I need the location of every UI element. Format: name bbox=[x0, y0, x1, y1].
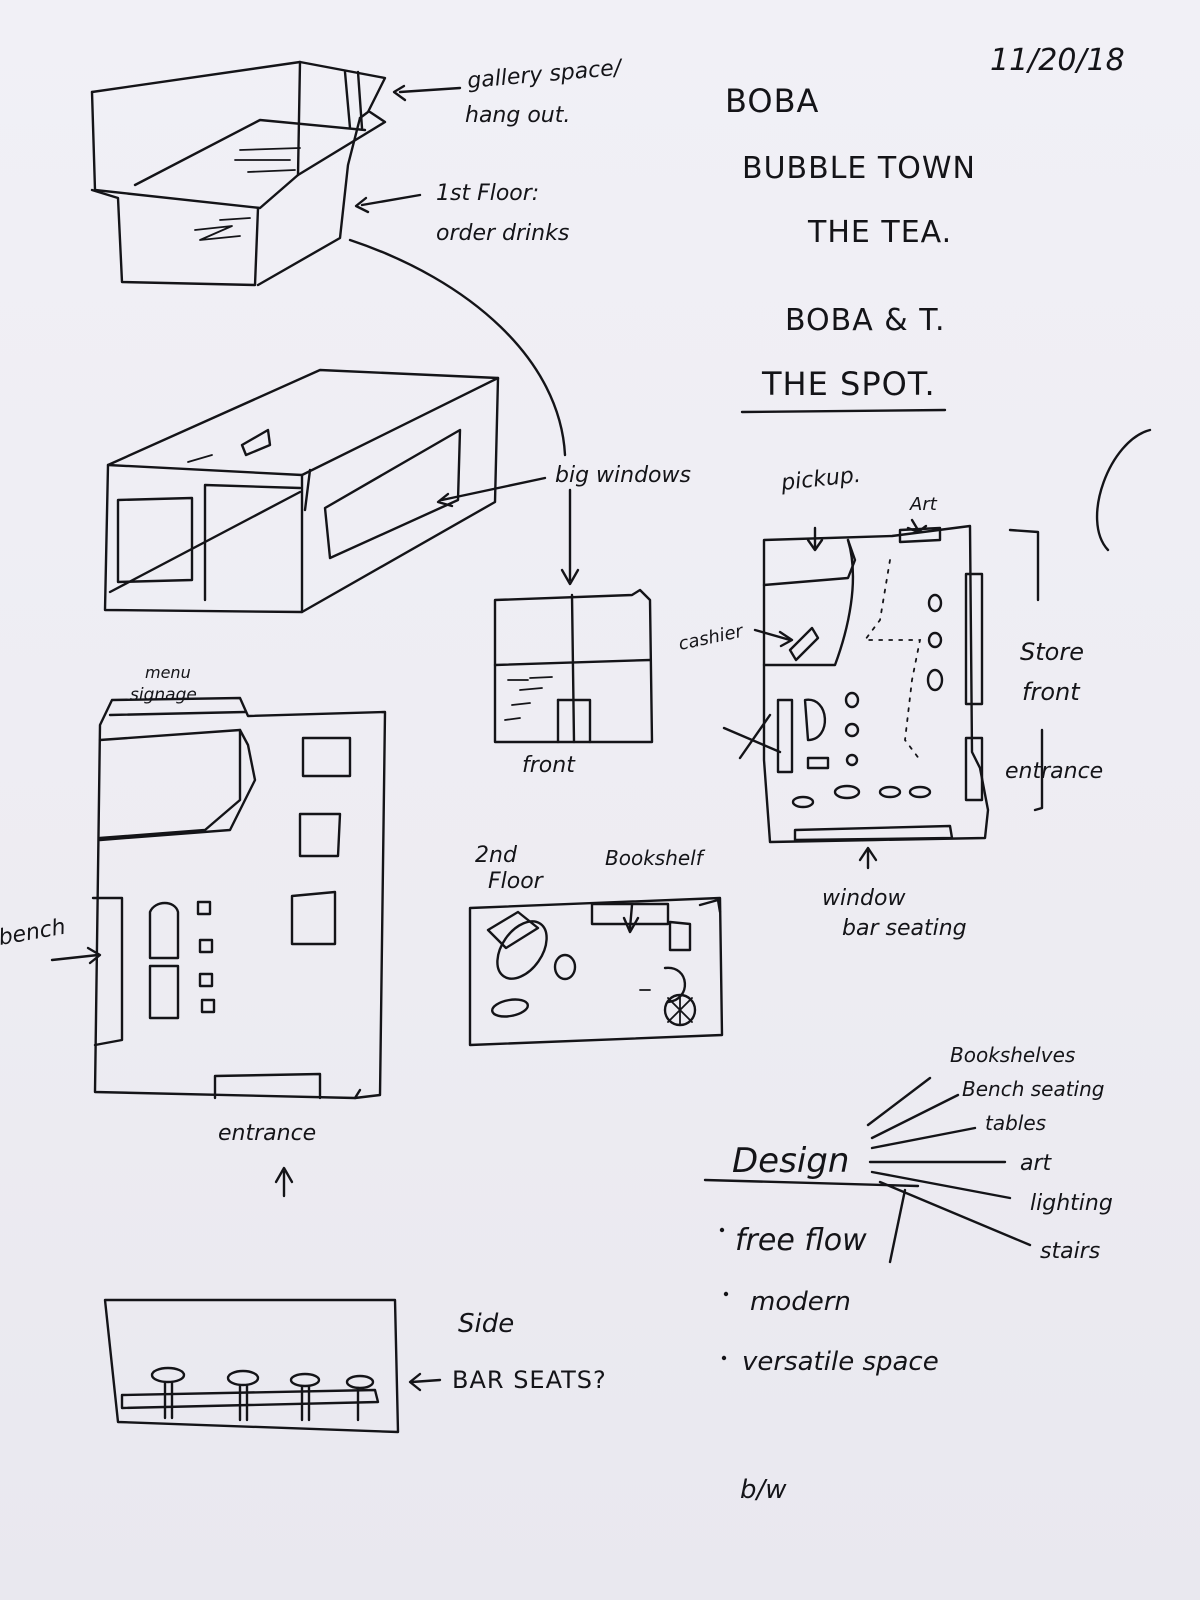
bar-seating-label: bar seating bbox=[842, 916, 967, 941]
design-branch-stairs: stairs bbox=[1040, 1239, 1100, 1264]
first-floor-label: 1st Floor: bbox=[436, 181, 539, 206]
store-front-label: front bbox=[1022, 678, 1081, 706]
date-label: 11/20/18 bbox=[990, 43, 1125, 78]
design-branch-bench-seating: Bench seating bbox=[962, 1077, 1104, 1101]
gallery-label: gallery space/ bbox=[466, 55, 624, 94]
design-title: Design bbox=[732, 1141, 849, 1181]
bar-seats-side-view bbox=[103, 1298, 442, 1434]
design-mind-map bbox=[703, 1076, 1032, 1361]
signature-label: b/w bbox=[740, 1475, 787, 1505]
second-floor-plan bbox=[468, 896, 724, 1047]
art-label: Art bbox=[909, 494, 938, 515]
front-elevation-sketch bbox=[493, 588, 654, 744]
pickup-label: pickup. bbox=[779, 463, 862, 496]
second-label: 2nd bbox=[475, 843, 518, 868]
store-label: Store bbox=[1020, 638, 1084, 666]
window-label: window bbox=[822, 886, 906, 911]
entrance-right-label: entrance bbox=[1005, 759, 1103, 784]
cashier-label: cashier bbox=[677, 620, 747, 654]
name-idea-2: BUBBLE TOWN bbox=[742, 151, 976, 186]
name-idea-1: BOBA bbox=[725, 82, 819, 120]
bar-seats-label: BAR SEATS? bbox=[452, 1366, 607, 1394]
order-drinks-label: order drinks bbox=[436, 221, 569, 246]
name-idea-4: BOBA & T. bbox=[785, 303, 946, 338]
connector-curve bbox=[348, 238, 567, 457]
design-bullet-modern: modern bbox=[750, 1287, 851, 1317]
floor-label: Floor bbox=[488, 869, 545, 894]
name-idea-3: THE TEA. bbox=[807, 215, 952, 250]
menu-label: menu bbox=[145, 663, 191, 682]
signage-label: signage bbox=[130, 685, 197, 705]
names-underline bbox=[740, 408, 947, 414]
entrance-left-label: entrance bbox=[218, 1121, 316, 1146]
big-windows-arrow bbox=[440, 476, 547, 502]
big-windows-label: big windows bbox=[555, 463, 691, 488]
front-label: front bbox=[522, 753, 576, 778]
design-bullet-free-flow: free flow bbox=[735, 1223, 867, 1258]
design-branch-bookshelves: Bookshelves bbox=[950, 1043, 1075, 1067]
side-label: Side bbox=[458, 1309, 514, 1339]
design-bullet-versatile: versatile space bbox=[742, 1347, 939, 1377]
big-windows-sketch bbox=[103, 368, 500, 614]
design-branch-art: art bbox=[1020, 1151, 1053, 1176]
name-ideas: BOBA BUBBLE TOWN THE TEA. BOBA & T. THE … bbox=[725, 82, 976, 403]
two-floor-box-sketch bbox=[90, 60, 462, 287]
first-floor-plan-left bbox=[50, 696, 387, 1198]
bookshelf-label: Bookshelf bbox=[605, 846, 706, 870]
bench-label: bench bbox=[0, 915, 68, 951]
first-floor-plan-right bbox=[722, 428, 1152, 870]
design-branch-tables: tables bbox=[985, 1111, 1046, 1135]
hangout-label: hang out. bbox=[465, 103, 570, 128]
design-branch-lighting: lighting bbox=[1030, 1191, 1113, 1216]
name-idea-5: THE SPOT. bbox=[761, 365, 936, 403]
